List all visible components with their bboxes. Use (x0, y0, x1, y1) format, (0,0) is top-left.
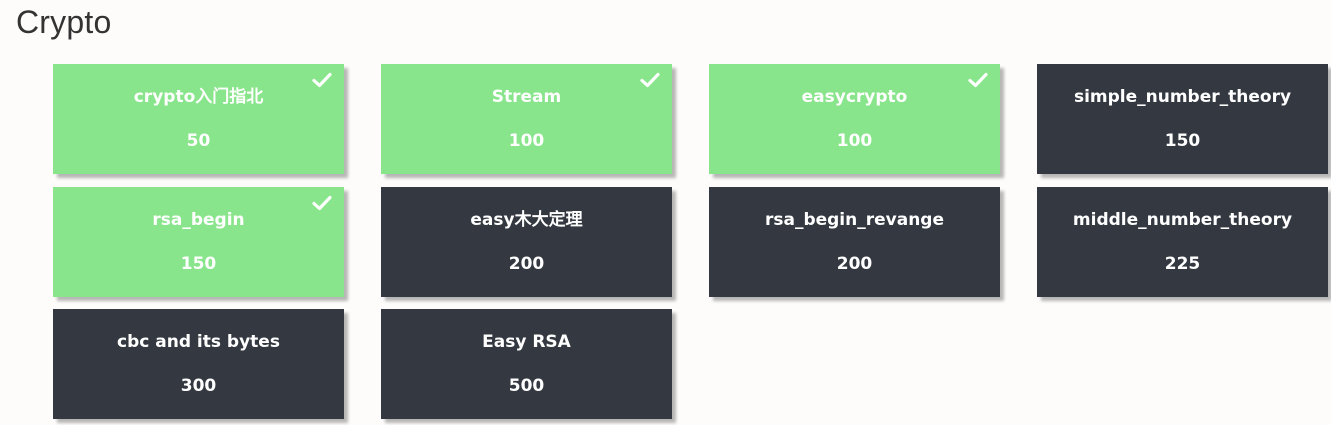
challenge-points: 100 (508, 131, 545, 151)
challenge-card[interactable]: middle_number_theory 225 (1037, 187, 1328, 297)
challenge-points: 200 (836, 254, 873, 274)
challenge-points: 225 (1164, 254, 1201, 274)
challenge-points: 100 (836, 131, 873, 151)
checkmark-icon (968, 72, 988, 88)
challenge-points: 150 (1164, 131, 1201, 151)
checkmark-icon (640, 72, 660, 88)
challenge-points: 300 (180, 376, 217, 396)
challenge-name: Easy RSA (482, 332, 571, 352)
challenge-points: 50 (186, 131, 211, 151)
challenge-card[interactable]: cbc and its bytes 300 (53, 309, 344, 419)
challenge-name: crypto入门指北 (133, 87, 264, 107)
challenge-points: 150 (180, 254, 217, 274)
challenge-name: easycrypto (801, 87, 908, 107)
checkmark-icon (312, 72, 332, 88)
challenge-card[interactable]: Easy RSA 500 (381, 309, 672, 419)
challenge-name: rsa_begin (152, 210, 245, 230)
challenge-card[interactable]: easycrypto 100 (709, 64, 1000, 174)
challenge-points: 200 (508, 254, 545, 274)
checkmark-icon (312, 195, 332, 211)
challenge-card[interactable]: simple_number_theory 150 (1037, 64, 1328, 174)
challenge-name: middle_number_theory (1072, 210, 1293, 230)
challenge-name: Stream (491, 87, 562, 107)
challenge-card[interactable]: rsa_begin 150 (53, 187, 344, 297)
challenge-name: rsa_begin_revange (764, 210, 945, 230)
challenge-card[interactable]: Stream 100 (381, 64, 672, 174)
category-title: Crypto (16, 4, 112, 40)
challenge-name: easy木大定理 (470, 210, 583, 230)
challenge-card[interactable]: easy木大定理 200 (381, 187, 672, 297)
challenge-name: simple_number_theory (1073, 87, 1292, 107)
challenge-points: 500 (508, 376, 545, 396)
challenge-card[interactable]: crypto入门指北 50 (53, 64, 344, 174)
challenge-card[interactable]: rsa_begin_revange 200 (709, 187, 1000, 297)
challenge-name: cbc and its bytes (117, 332, 280, 352)
